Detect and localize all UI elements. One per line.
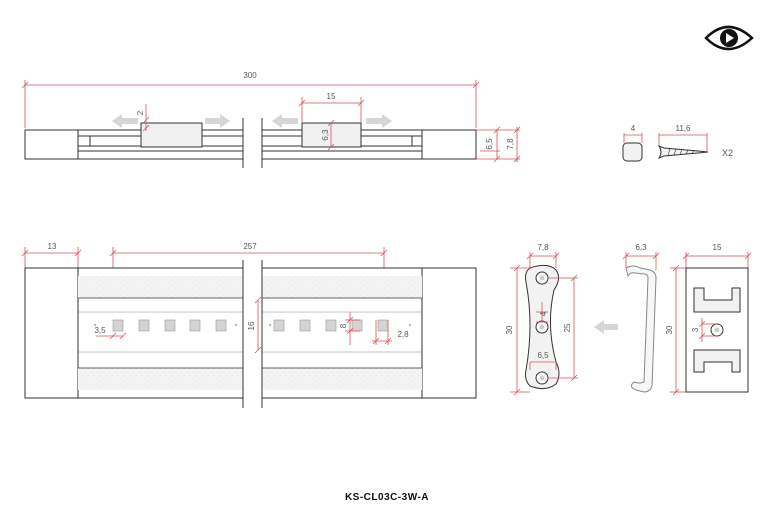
slide-arrows [112, 114, 392, 128]
dim-strip-width [254, 296, 262, 354]
strip-right [261, 267, 477, 399]
strip-dots [93, 323, 412, 327]
dim-profile-heights [476, 126, 521, 163]
led-chip [215, 319, 227, 332]
dim-clip-front [510, 252, 578, 396]
label-clip-front-width: 7,8 [537, 243, 549, 252]
label-clip-hole-diameter: 4 [539, 311, 548, 316]
led-chip [325, 319, 337, 332]
label-led-span: 257 [243, 242, 257, 251]
clip-left [140, 122, 203, 148]
label-led-gap: 2,8 [397, 330, 409, 339]
arrow-right-2 [366, 114, 392, 128]
front-view: 13 257 [21, 242, 477, 408]
arrow-right-1 [205, 114, 230, 128]
clip-front-detail: 7,8 30 25 4 6,5 [505, 243, 578, 396]
label-clip-back-width: 15 [713, 243, 722, 252]
label-screw-qty: X2 [722, 148, 733, 158]
label-clip-hole-offset: 6,5 [537, 351, 549, 360]
break-marks [242, 118, 263, 168]
dim-screw [623, 133, 708, 151]
clip-right [301, 122, 362, 148]
arrow-left-2 [272, 114, 298, 128]
label-end-margin: 13 [48, 242, 57, 251]
label-total-length: 300 [243, 71, 257, 80]
led-chip [112, 319, 124, 332]
arrow-left-1 [112, 114, 138, 128]
label-led-size: 8 [339, 323, 348, 328]
label-clip-front-height: 30 [505, 325, 514, 334]
dim-led-gap [372, 320, 392, 345]
led-chips [112, 319, 389, 332]
screw-detail: 4 11,6 X2 [622, 124, 733, 162]
eye-play-icon[interactable] [704, 25, 754, 51]
dim-clip-back [670, 252, 752, 396]
label-strip-width: 16 [247, 321, 256, 330]
profile-left [24, 129, 244, 160]
clip-side-shape [625, 265, 657, 393]
dim-end-margin [21, 247, 82, 268]
label-height-inner: 6,5 [485, 138, 494, 150]
led-chip [189, 319, 201, 332]
led-chip [164, 319, 176, 332]
label-clip-back-height: 30 [665, 325, 674, 334]
strip-break-marks [242, 260, 263, 408]
dim-led-spacing [96, 332, 127, 340]
dim-led-size [345, 312, 360, 345]
profile-right [261, 129, 477, 160]
screw-threads [667, 147, 695, 157]
label-clip-offset: 2 [136, 110, 145, 115]
dim-clip-height [327, 119, 335, 151]
clip-back-slot-bottom [693, 349, 741, 373]
label-clip-width: 15 [327, 92, 336, 101]
led-chip [138, 319, 150, 332]
label-height-outer: 7,8 [506, 138, 515, 150]
label-clip-height: 6,3 [321, 129, 330, 141]
led-chip [377, 319, 389, 332]
label-screw-head: 4 [631, 124, 636, 133]
label-led-spacing: 3,5 [94, 326, 106, 335]
led-chip [273, 319, 285, 332]
led-chip [299, 319, 311, 332]
led-chip [351, 319, 363, 332]
dim-clip-offset [142, 104, 150, 132]
label-clip-back-slot: 3 [691, 327, 700, 332]
strip-left [24, 267, 244, 399]
clip-back-view: 15 30 3 [665, 243, 752, 396]
arrow-left-icon [594, 320, 618, 334]
screw-body [657, 144, 709, 160]
label-screw-length: 11,6 [676, 124, 692, 133]
label-clip-depth: 6,3 [635, 243, 647, 252]
product-code: KS-CL03C-3W-A [345, 492, 429, 503]
clip-side-profile: 6,3 [622, 243, 660, 393]
dim-clip-width [298, 97, 365, 123]
dim-clip-depth [622, 252, 660, 270]
label-clip-hole-spacing: 25 [563, 323, 572, 332]
clip-back-slot-top [693, 287, 741, 313]
screw-head [622, 142, 643, 162]
dim-total-length [21, 80, 480, 128]
top-view: 300 [21, 71, 521, 168]
